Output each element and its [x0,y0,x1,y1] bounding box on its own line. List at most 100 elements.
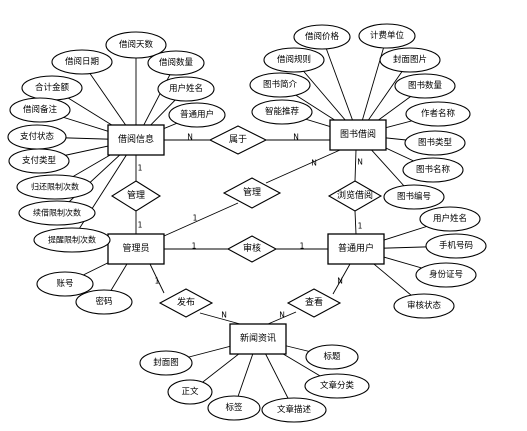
entity-admin-label: 管理员 [122,242,149,254]
cardinality-manage-diag-right: N [311,159,317,168]
attr-book-borrow-7-label: 作者名称 [421,108,456,119]
relation-manage-diag-shape [222,177,282,209]
attr-borrow-info-10-shape [18,200,96,226]
attr-borrow-info-0-label: 借阅天数 [119,39,154,50]
relation-belongs-shape [208,125,268,155]
attr-news-0-shape [139,350,193,376]
attr-book-borrow-1: 计费单位 [358,23,416,49]
relation-browse-borrow-label: 浏览借阅 [337,189,373,201]
attr-admin-1: 密码 [75,289,133,315]
attr-borrow-info-1: 借阅日期 [51,49,113,75]
attr-news-4: 标签 [207,395,261,421]
attr-user-2-shape [415,262,477,288]
cardinality-manage-bottom: 1 [138,221,143,230]
attr-borrow-info-11-label: 提醒限制次数 [48,235,96,245]
entity-borrow-info-label: 借阅信息 [118,133,154,145]
attr-borrow-info-5: 借阅备注 [9,97,71,123]
attr-admin-0-shape [36,271,94,297]
relation-browse-borrow-shape [327,180,383,212]
attr-user-1: 手机号码 [425,233,487,259]
attr-borrow-info-9-shape [16,174,94,200]
attr-borrow-info-2: 借阅数量 [147,50,205,76]
entity-user-box [327,233,385,265]
attr-book-borrow-4: 图书简介 [249,72,311,98]
entity-user-label: 普通用户 [338,242,374,254]
attr-borrow-info-5-shape [9,97,71,123]
attr-book-borrow-2: 借阅规则 [263,47,325,73]
relation-manage-left-shape [110,180,162,212]
entity-news-label: 新闻资讯 [240,332,276,344]
attr-news-4-shape [207,395,261,421]
attr-book-borrow-3-label: 封面图片 [393,54,427,65]
attr-borrow-info-8: 支付类型 [8,148,70,174]
attr-book-borrow-0-label: 借阅价格 [305,31,340,42]
cardinality-view-right: N [279,311,285,320]
attr-user-0: 用户姓名 [419,206,481,232]
attr-news-5-label: 文章描述 [277,404,312,415]
attr-user-1-label: 手机号码 [439,240,473,251]
diagram-shapes: 借阅信息图书借阅管理员普通用户新闻资讯属于管理管理浏览借阅审核发布查看借阅天数借… [7,23,487,423]
attr-book-borrow-7: 作者名称 [405,101,471,127]
attr-borrow-info-10: 续借限制次数 [18,200,96,226]
view-right-line [267,311,297,325]
attr-news-3: 文章分类 [304,373,370,399]
attr-news-3-label: 文章分类 [320,380,355,391]
attr-borrow-info-2-shape [147,50,205,76]
attr-borrow-info-10-label: 续借限制次数 [33,208,81,218]
attr-borrow-info-3: 合计金额 [21,75,83,101]
attr-news-0-label: 封面图 [153,357,179,368]
publish-right-line [199,312,241,325]
attr-admin-1-label: 密码 [95,296,112,307]
entity-book-borrow-label: 图书借阅 [340,128,376,140]
attr-book-borrow-6-shape [251,99,313,125]
attr-news-0: 封面图 [139,350,193,376]
entity-news-box [229,323,287,355]
entity-admin-box [107,233,165,265]
entity-admin: 管理员 [107,233,165,265]
attr-book-borrow-10-label: 图书编号 [397,191,431,202]
cardinality-belongs-left: N [187,133,193,142]
cardinality-manage-diag-left: 1 [193,214,198,223]
attr-book-borrow-2-shape [263,47,325,73]
attr-borrow-info-1-label: 借阅日期 [65,56,99,67]
relation-review-shape [226,235,278,263]
entity-book-borrow: 图书借阅 [329,119,387,151]
attr-book-borrow-6-label: 智能推荐 [265,106,300,117]
cardinality-browse-bottom: 1 [358,222,363,231]
cardinality-belongs-right: N [293,133,299,142]
attribute-connector [321,36,359,136]
attr-admin-0: 账号 [36,271,94,297]
relation-review: 审核 [226,235,278,263]
attr-book-borrow-4-shape [249,72,311,98]
attr-borrow-info-7-label: 支付状态 [20,131,55,142]
entity-user: 普通用户 [327,233,385,265]
attr-user-3-label: 审核状态 [407,300,442,311]
attr-book-borrow-4-label: 图书简介 [263,79,298,90]
entity-borrow-info-box [107,124,165,156]
attr-book-borrow-1-label: 计费单位 [370,30,405,41]
attr-borrow-info-8-shape [8,148,70,174]
relation-review-label: 审核 [243,242,261,254]
relation-view: 查看 [286,288,342,318]
attr-book-borrow-5: 图书数量 [394,73,456,99]
attr-book-borrow-6: 智能推荐 [251,99,313,125]
relation-manage-left: 管理 [110,180,162,212]
relation-belongs: 属于 [208,125,268,155]
attr-book-borrow-9-label: 图书名称 [416,164,451,175]
view-left-line [332,263,351,295]
attr-book-borrow-10: 图书编号 [383,184,445,210]
attribute-connector [71,139,137,241]
attr-book-borrow-8: 图书类型 [404,130,466,156]
attr-borrow-info-6-shape [168,102,226,128]
attr-user-0-label: 用户姓名 [433,213,467,224]
attr-book-borrow-5-label: 图书数量 [408,80,443,91]
relation-publish-shape [158,288,214,318]
attr-book-borrow-8-shape [404,130,466,156]
entity-news: 新闻资讯 [229,323,287,355]
manage-diag-right-line [265,149,341,184]
attr-news-3-shape [304,373,370,399]
relation-manage-left-label: 管理 [127,189,145,201]
attr-book-borrow-0: 借阅价格 [293,24,351,50]
attr-book-borrow-5-shape [394,73,456,99]
